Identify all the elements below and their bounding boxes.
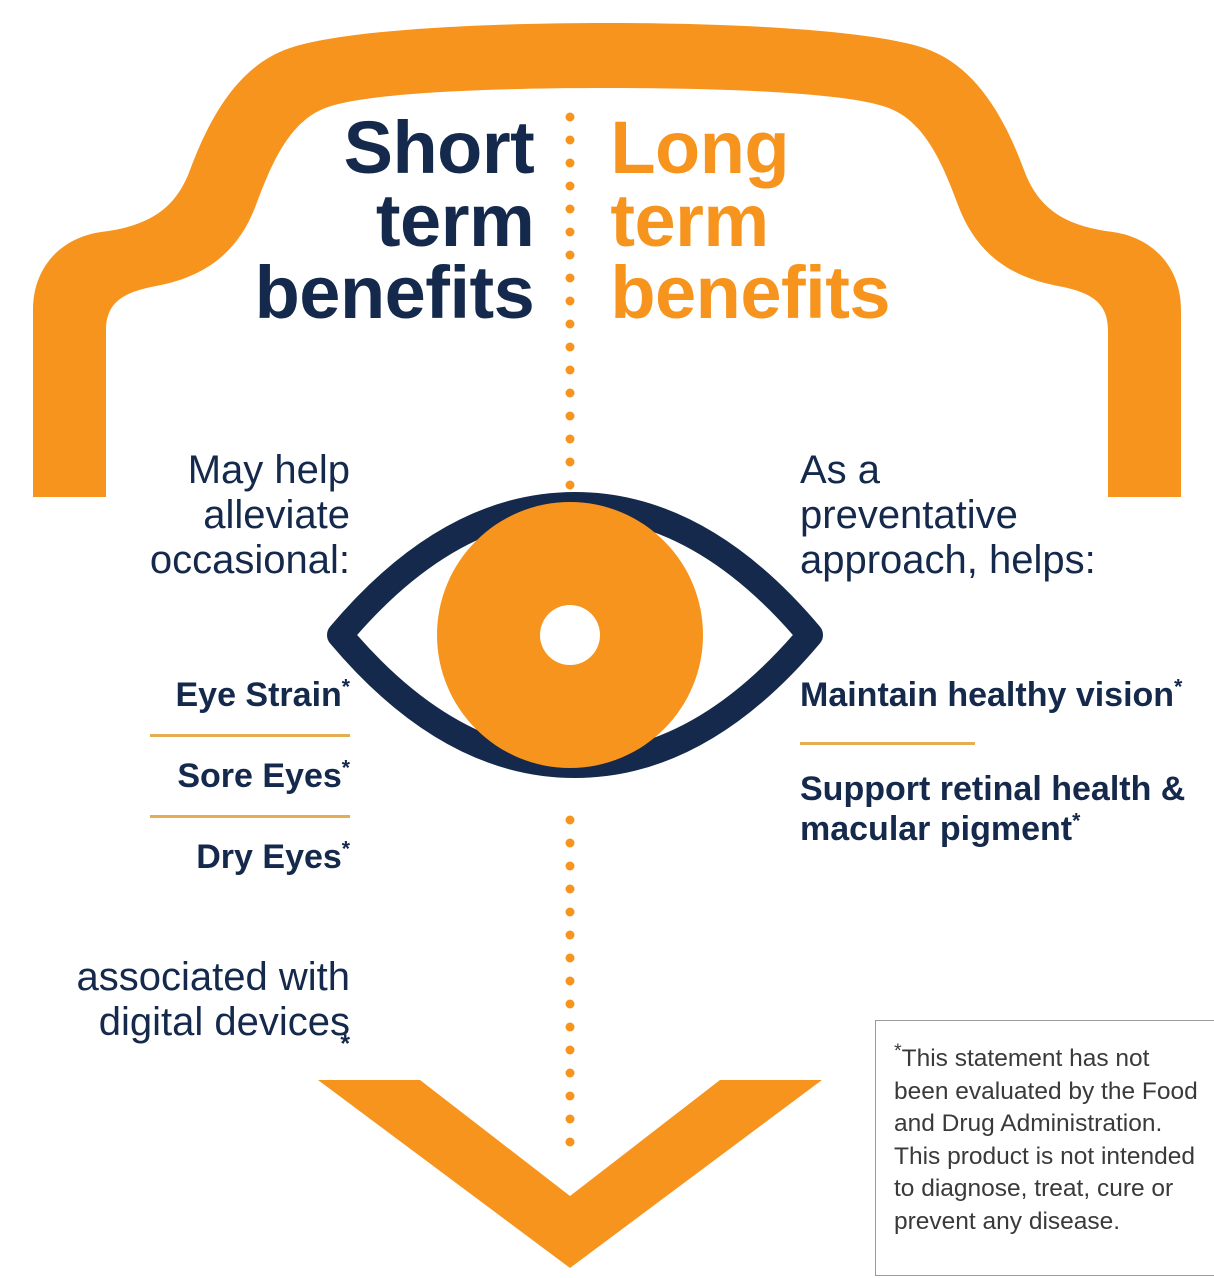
asterisk-marker: * [341, 675, 350, 699]
benefit-label: Dry Eyes [196, 838, 342, 877]
headings-row: Short term benefits Long term benefits [0, 106, 1214, 335]
short-term-heading: Short term benefits [0, 106, 570, 335]
disclaimer-box: *This statement has not been evaluated b… [875, 1020, 1214, 1276]
list-divider [150, 815, 350, 819]
trailing-line: digital devices* [0, 1000, 350, 1057]
trailing-text: digital devices [98, 1000, 350, 1045]
benefit-label: Maintain healthy vision [800, 676, 1175, 714]
benefit-label: Eye Strain [175, 676, 342, 714]
heading-line: term [375, 178, 535, 262]
intro-line: approach, helps: [800, 538, 1096, 583]
list-item: Dry Eyes* [0, 838, 350, 876]
long-term-heading: Long term benefits [570, 106, 1214, 335]
asterisk-marker: * [341, 837, 350, 861]
asterisk-marker: * [341, 756, 350, 780]
list-divider [150, 734, 350, 738]
intro-line: As a [800, 448, 881, 492]
list-item: Sore Eyes* [0, 757, 350, 795]
heading-line: benefits [610, 251, 891, 335]
long-term-intro: As a preventative approach, helps: [800, 448, 1200, 584]
intro-line: alleviate [203, 493, 350, 538]
intro-line: preventative [800, 493, 1018, 538]
benefit-label: Sore Eyes [177, 757, 342, 796]
intro-line: occasional: [149, 538, 350, 583]
heading-line: Long [610, 106, 790, 189]
intro-line: May help [187, 448, 350, 492]
list-item: Eye Strain* [0, 676, 350, 714]
trailing-line: associated with [76, 955, 350, 999]
heading-line: term [610, 178, 769, 262]
asterisk-marker: * [1072, 809, 1081, 833]
disclaimer-text: This statement has not been evaluated by… [894, 1045, 1198, 1235]
short-term-intro: May help alleviate occasional: [0, 448, 350, 584]
asterisk-marker: * [1174, 675, 1183, 699]
asterisk-marker: * [894, 1039, 902, 1062]
benefit-label: Support retinal health & macular pigment [800, 770, 1186, 848]
list-item: Maintain healthy vision* [800, 676, 1200, 715]
short-term-benefit-list: Eye Strain* Sore Eyes* Dry Eyes* [0, 676, 350, 876]
short-term-trailing-note: associated with digital devices* [0, 955, 350, 1057]
heading-line: benefits [254, 251, 535, 335]
list-item: Support retinal health & macular pigment… [800, 770, 1200, 849]
list-divider [800, 742, 975, 746]
heading-line: Short [343, 106, 535, 189]
long-term-benefit-list: Maintain healthy vision* Support retinal… [800, 676, 1200, 849]
